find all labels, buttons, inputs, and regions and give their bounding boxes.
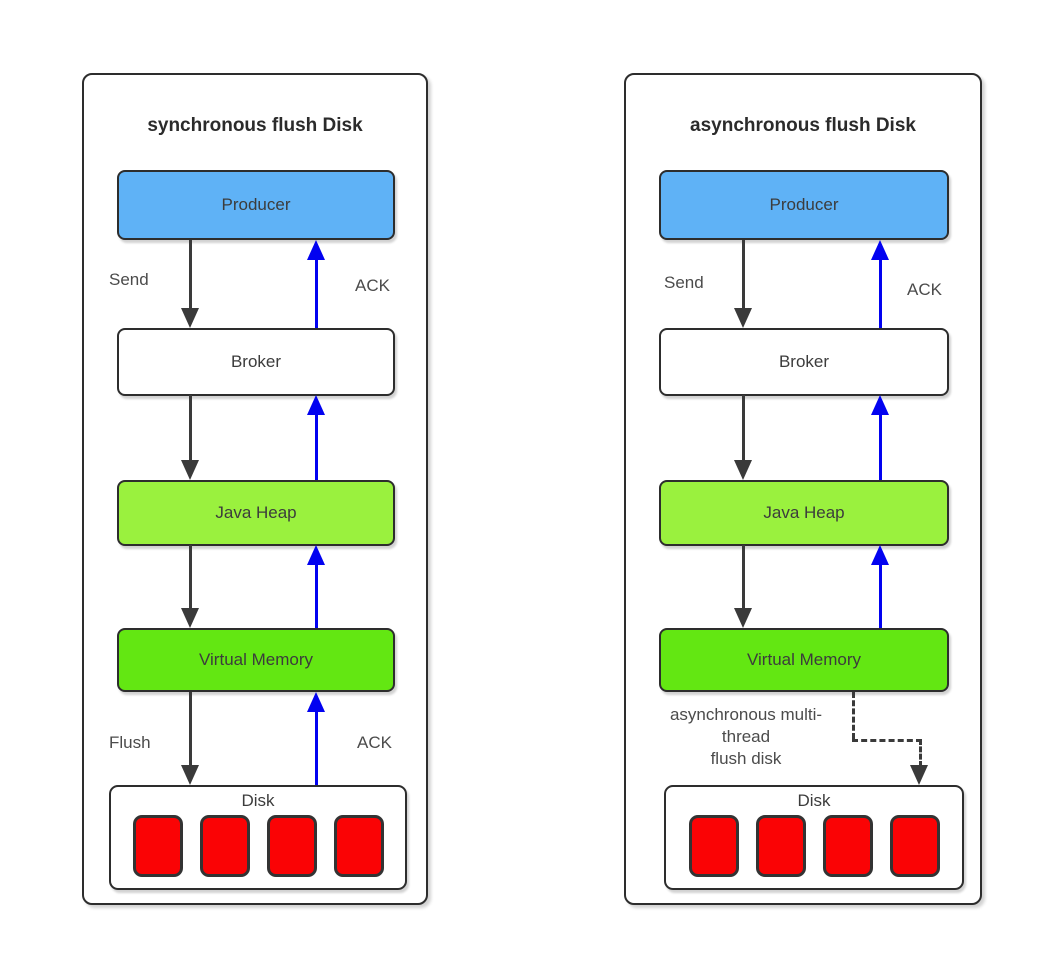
disk-block — [266, 815, 317, 877]
disk-blocks — [111, 815, 405, 877]
disk-label: Disk — [797, 791, 831, 810]
ack-arrowhead-icon — [307, 692, 325, 712]
down-arrow-line — [189, 545, 192, 610]
down-arrowhead-icon — [734, 460, 752, 480]
up-arrowhead-icon — [307, 395, 325, 415]
edge-label-ack: ACK — [357, 733, 392, 752]
async-flush-dashed-arrow-segment — [852, 739, 922, 742]
up-arrowhead-icon — [871, 395, 889, 415]
disk-container: Disk — [109, 785, 407, 890]
node-virtual-memory: Virtual Memory — [659, 628, 949, 692]
async-flush-dashed-arrow-segment — [919, 739, 922, 767]
node-broker: Broker — [117, 328, 395, 396]
node-virtual-memory-label: Virtual Memory — [199, 650, 313, 669]
edge-label-flush: Flush — [109, 733, 151, 752]
down-arrow-line — [742, 395, 745, 462]
disk-block — [822, 815, 873, 877]
send-arrowhead-icon — [181, 308, 199, 328]
ack-arrow-line — [315, 710, 318, 785]
down-arrowhead-icon — [734, 608, 752, 628]
async-note: asynchronous multi- thread flush disk — [669, 705, 823, 768]
disk-block — [688, 815, 739, 877]
up-arrow-line — [879, 413, 882, 480]
disk-block — [889, 815, 940, 877]
flush-arrowhead-icon — [181, 765, 199, 785]
async-flush-arrowhead-icon — [910, 765, 928, 785]
disk-block — [132, 815, 183, 877]
up-arrow-line — [879, 563, 882, 628]
async-flush-dashed-arrow-segment — [852, 692, 855, 739]
edge-label-send: Send — [109, 270, 149, 289]
node-broker-label: Broker — [778, 352, 830, 371]
node-producer: Producer — [117, 170, 395, 240]
disk-label: Disk — [241, 791, 275, 810]
disk-blocks — [666, 815, 962, 877]
node-producer: Producer — [659, 170, 949, 240]
disk-block — [755, 815, 806, 877]
panel-asynchronous: asynchronous flush Disk Producer Broker … — [624, 73, 982, 905]
edge-label-ack: ACK — [355, 276, 390, 295]
node-java-heap-label: Java Heap — [763, 503, 845, 522]
flush-arrow-line — [189, 692, 192, 767]
edge-label-send: Send — [664, 273, 704, 292]
up-arrowhead-icon — [871, 545, 889, 565]
panel-synchronous: synchronous flush Disk Producer Broker J… — [82, 73, 428, 905]
edge-label-ack: ACK — [907, 280, 942, 299]
send-arrow-line — [742, 240, 745, 310]
up-arrow-line — [315, 563, 318, 628]
ack-arrow-line — [879, 258, 882, 328]
node-broker-label: Broker — [230, 352, 282, 371]
up-arrow-line — [315, 413, 318, 480]
down-arrow-line — [189, 395, 192, 462]
ack-arrowhead-icon — [871, 240, 889, 260]
node-virtual-memory: Virtual Memory — [117, 628, 395, 692]
down-arrow-line — [742, 545, 745, 610]
disk-container: Disk — [664, 785, 964, 890]
send-arrowhead-icon — [734, 308, 752, 328]
node-java-heap-label: Java Heap — [215, 503, 297, 522]
ack-arrow-line — [315, 258, 318, 328]
node-virtual-memory-label: Virtual Memory — [747, 650, 861, 669]
disk-block — [333, 815, 384, 877]
down-arrowhead-icon — [181, 460, 199, 480]
node-java-heap: Java Heap — [117, 480, 395, 546]
node-producer-label: Producer — [769, 195, 839, 214]
up-arrowhead-icon — [307, 545, 325, 565]
send-arrow-line — [189, 240, 192, 310]
panel-title: synchronous flush Disk — [147, 115, 363, 136]
disk-block — [199, 815, 250, 877]
ack-arrowhead-icon — [307, 240, 325, 260]
down-arrowhead-icon — [181, 608, 199, 628]
node-broker: Broker — [659, 328, 949, 396]
node-producer-label: Producer — [221, 195, 291, 214]
node-java-heap: Java Heap — [659, 480, 949, 546]
panel-title: asynchronous flush Disk — [690, 115, 916, 136]
